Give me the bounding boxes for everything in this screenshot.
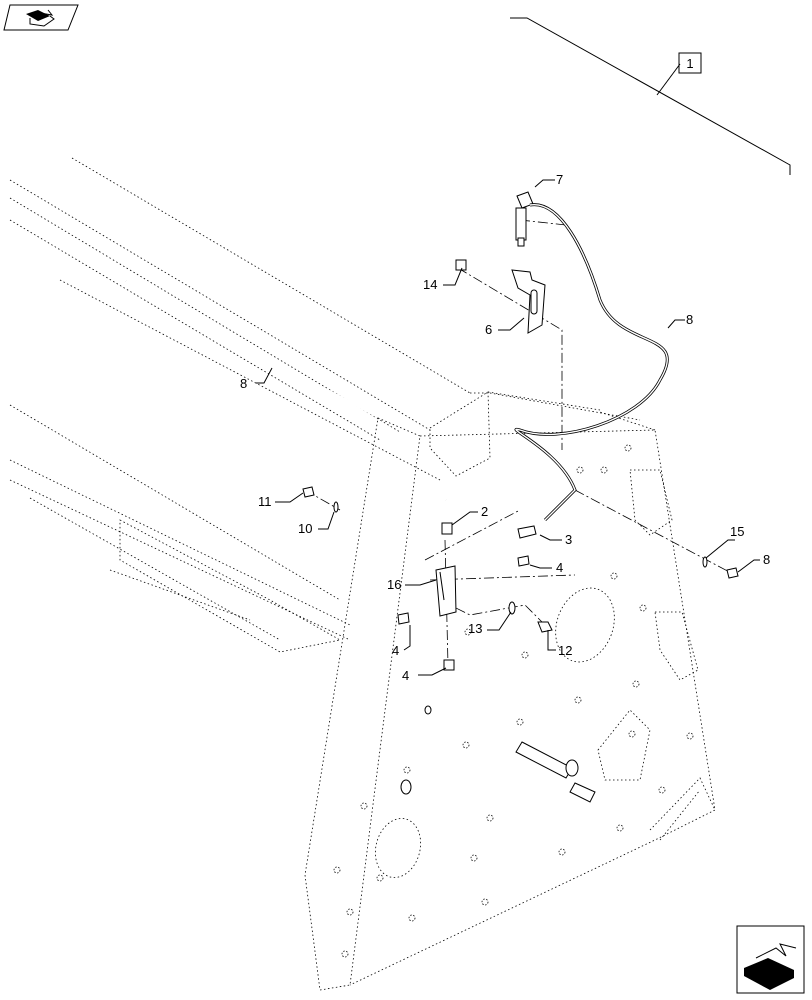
assembly-label: 1 (686, 56, 693, 71)
box-section (429, 391, 641, 477)
callout-16: 16 (387, 577, 401, 592)
callout-4-lower: 4 (402, 668, 409, 683)
callout-3: 3 (565, 532, 572, 547)
callout-15: 15 (730, 524, 744, 539)
callout-12: 12 (558, 643, 572, 658)
mounting-holes (333, 444, 694, 958)
previous-page-arrow-icon (26, 9, 55, 27)
callout-7: 8 (686, 312, 693, 327)
callout-10: 10 (298, 521, 312, 536)
rod-part-8 (125, 280, 447, 501)
fitting-part-4a (517, 555, 530, 567)
fitting-part-4c (443, 659, 455, 671)
fitting-part-2 (441, 522, 453, 535)
callout-14: 14 (423, 277, 437, 292)
callout-4-left: 4 (392, 643, 399, 658)
bracket-part-16 (435, 565, 457, 617)
frame-beams (9, 157, 471, 653)
callout-labels: 7 14 6 8 8 2 3 4 16 4 13 12 4 11 10 15 8 (240, 172, 770, 683)
callout-13: 13 (468, 621, 482, 636)
callout-11: 11 (258, 494, 272, 509)
sensor-part-6 (515, 191, 534, 247)
washer-part-10 (333, 501, 339, 513)
washer-part-15 (702, 556, 708, 568)
next-page-button[interactable] (736, 925, 805, 994)
washer-part-13 (508, 601, 516, 615)
side-plate (304, 411, 716, 991)
callout-leaders (256, 179, 760, 676)
previous-page-button[interactable] (3, 4, 79, 31)
fitting-part-4b (397, 612, 410, 625)
assembly-leader: 1 (510, 17, 791, 175)
next-page-arrow-icon (744, 943, 797, 990)
callout-4-upper: 4 (556, 560, 563, 575)
fitting-part-3 (517, 525, 537, 539)
callout-9: 8 (763, 552, 770, 567)
callout-2: 2 (481, 504, 488, 519)
shaft (515, 741, 596, 803)
bracket-part-5 (511, 269, 546, 334)
callout-8: 8 (240, 376, 247, 391)
callout-6: 7 (556, 172, 563, 187)
cable-part-7 (514, 203, 669, 522)
assembly-label-box (678, 52, 702, 74)
nut-part-11 (302, 486, 315, 498)
callout-5: 6 (485, 322, 492, 337)
bolt-part-12 (537, 621, 553, 633)
nut-part-9 (726, 567, 739, 579)
bolt-part-14 (455, 259, 467, 271)
